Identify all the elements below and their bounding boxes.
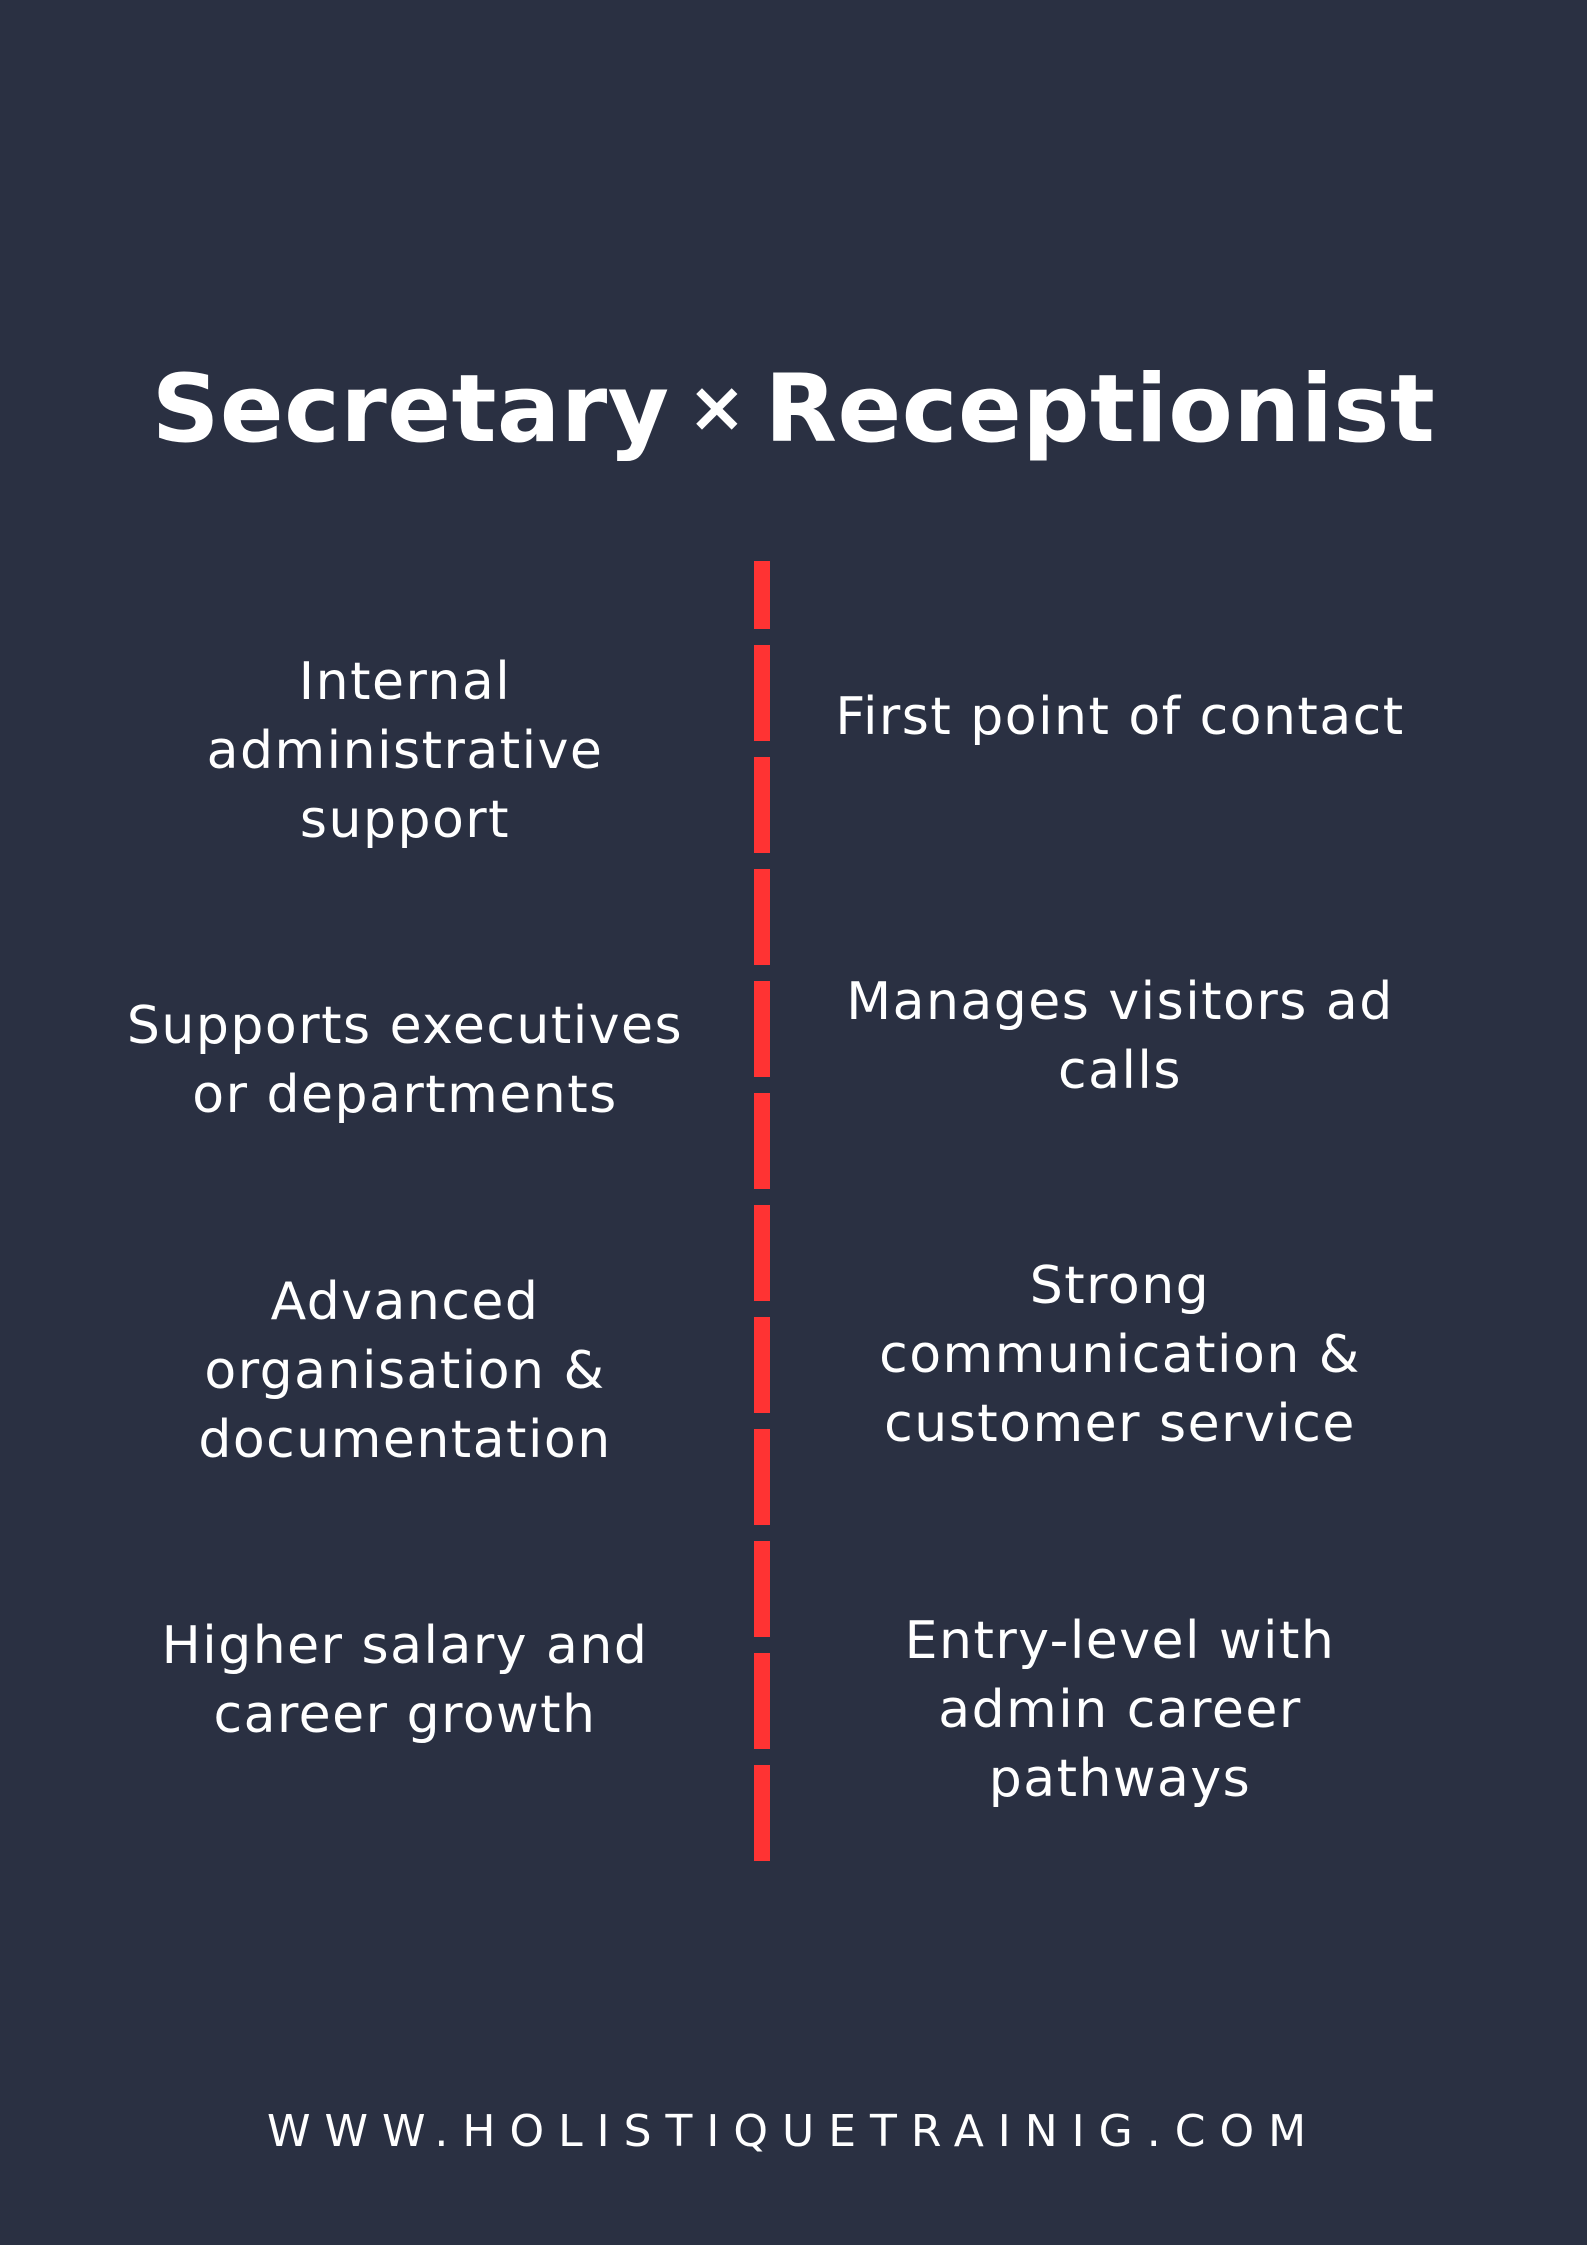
receptionist-point-4: Entry-level with admin career pathways: [904, 1611, 1336, 1809]
secretary-point-1: Internal administrative support: [206, 652, 604, 850]
secretary-point-4: Higher salary and career growth: [161, 1616, 649, 1745]
secretary-point-2: Supports executives or departments: [126, 996, 684, 1125]
divider-top-dash: [754, 561, 770, 629]
times-icon: ×: [687, 365, 747, 448]
page-title: Secretary×Receptionist: [0, 362, 1587, 457]
receptionist-point-1: First point of contact: [835, 687, 1405, 747]
title-right: Receptionist: [764, 354, 1436, 464]
receptionist-point-2: Manages visitors ad calls: [846, 972, 1394, 1101]
website-url[interactable]: WWW.HOLISTIQUETRAINIG.COM: [266, 2106, 1321, 2157]
secretary-point-3: Advanced organisation & documentation: [198, 1272, 612, 1470]
title-left: Secretary: [151, 354, 670, 464]
dashed-divider: [754, 645, 770, 1862]
receptionist-point-3: Strong communication & customer service: [879, 1256, 1361, 1454]
